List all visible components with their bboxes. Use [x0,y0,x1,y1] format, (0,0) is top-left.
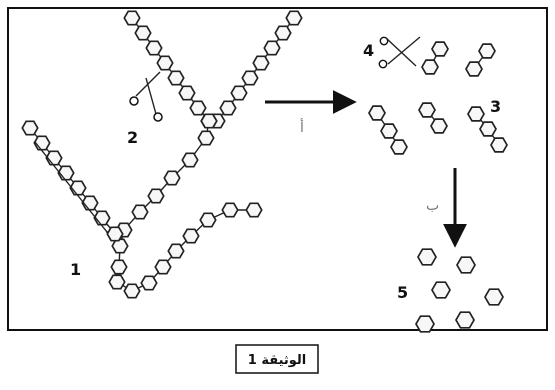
polymer-main-chain-unit [221,202,239,218]
polymer-main-chain-unit [197,130,215,146]
polymer-main-chain-unit [131,204,149,220]
oligomer-piece-unit [368,105,386,121]
polymer-main-chain-unit [108,274,126,290]
polymer-main-chain-unit [110,259,128,275]
polymer-upper-branch-unit [156,55,174,71]
monomer-unit [431,281,451,299]
polymer-left-spine-bond [58,171,72,188]
oligomers-label: 3 [490,97,501,116]
monomer-unit [455,311,475,329]
polymer-right-branch-unit [274,25,292,41]
oligomer-piece-unit [380,123,398,139]
caption-box [235,344,319,374]
oligomer-piece-unit [431,41,449,57]
diagram-frame [7,7,548,331]
polymer-upper-branch-unit [178,85,196,101]
oligomer-piece-unit [479,121,497,137]
oligomer-piece-unit [467,106,485,122]
polymer-main-chain-unit [181,152,199,168]
oligomer-piece-unit [390,139,408,155]
polymer-main-chain-unit [199,212,217,228]
oligomer-piece-unit [490,137,508,153]
polymer-upper-branch-unit [134,25,152,41]
polymer-left-spine-bond [34,141,48,158]
polymer-left-spine-bond [70,186,84,203]
oligomer-piece-unit [430,118,448,134]
polymer-main-chain-unit [167,243,185,259]
oligomer-piece-unit [421,59,439,75]
oligomer-piece-unit [465,61,483,77]
polymer-upper-branch-unit [123,10,141,26]
monomer-group [415,248,504,333]
polymer-right-branch-unit [219,100,237,116]
monomer-unit [417,248,437,266]
polymer-upper-branch-unit [189,100,207,116]
polymer-left-spine-bond [46,156,60,173]
enzyme-before-reaction [129,71,163,122]
polymer-upper-branch-unit [167,70,185,86]
reaction-label-b: ب [426,198,439,214]
polymer-main-chain-unit [200,113,218,129]
monomers-label: 5 [397,283,408,302]
polymer-right-branch-unit [241,70,259,86]
polymer-left-chain-unit [106,226,124,242]
polymer-upper-branch-unit [145,40,163,56]
oligomer-piece-unit [418,102,436,118]
polymer-label: 1 [70,260,81,279]
oligomer-group [368,41,508,155]
oligomer-piece-unit [478,43,496,59]
caption-text: الوثيقة 1 [248,353,307,368]
monomer-unit [415,315,435,333]
polymer-right-branch-unit [263,40,281,56]
polymer-main-chain-unit [111,238,129,254]
polymer-right-branch-unit [285,10,303,26]
polymer-right-branch-unit [252,55,270,71]
polymer-main-chain-unit [182,228,200,244]
polymer-chain-group [21,10,303,299]
polymer-main-chain-unit [163,170,181,186]
enzyme-after-label: 4 [363,41,374,60]
polymer-main-chain-unit [245,202,263,218]
monomer-unit [456,256,476,274]
polymer-main-chain-unit [123,283,141,299]
polymer-left-chain-unit [21,120,39,136]
polymer-left-spine-bond [94,216,108,233]
polymer-right-branch-unit [230,85,248,101]
polymer-main-chain-unit [154,259,172,275]
polymer-left-spine-bond [82,201,96,218]
enzyme-after-reaction [378,36,421,69]
monomer-unit [484,288,504,306]
polymer-main-chain-unit [147,188,165,204]
reaction-label-a: أ [300,118,304,136]
enzyme-before-label: 2 [127,128,138,147]
polymer-main-chain-unit [140,275,158,291]
